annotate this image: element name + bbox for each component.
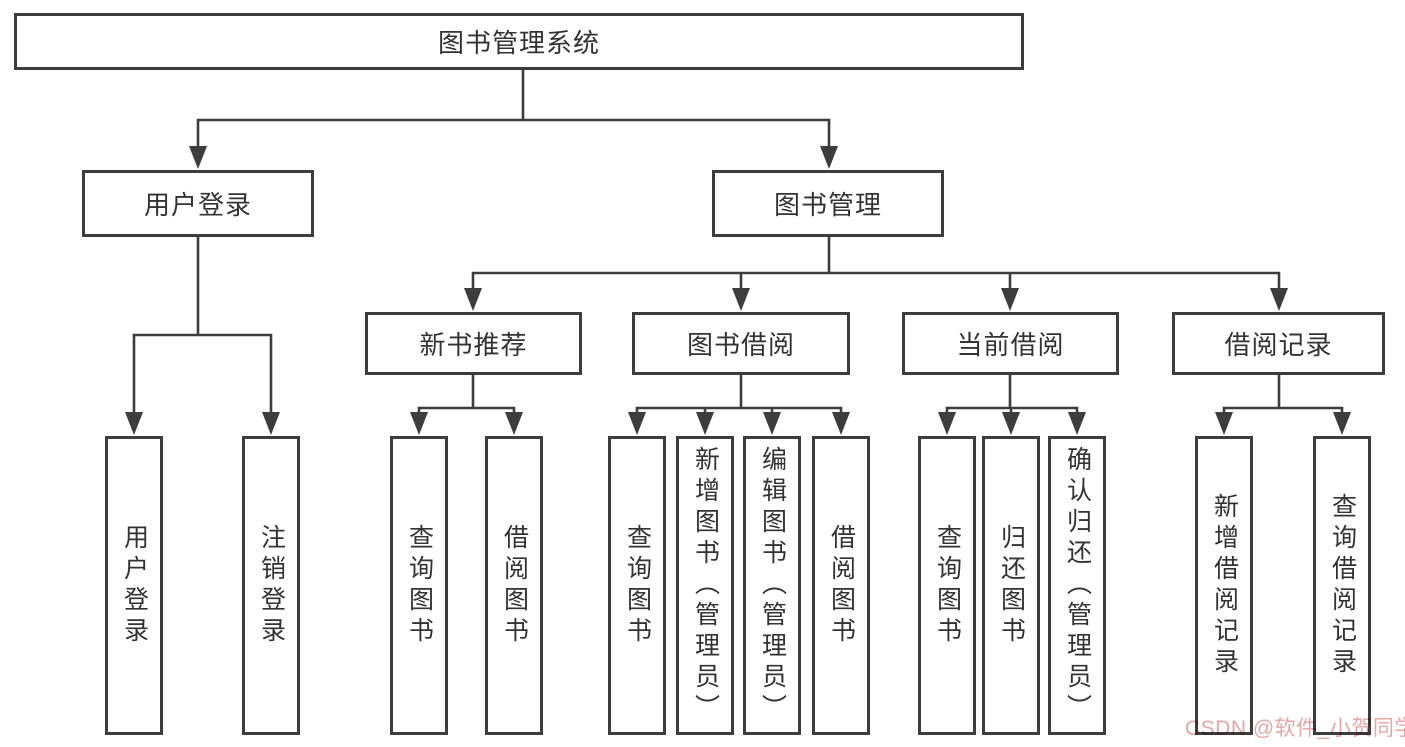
leaf-label: 查询图书 [405, 523, 434, 648]
leaf-borrow-books-recommend: 借阅图书 [485, 436, 543, 735]
node-new-book-recommend: 新书推荐 [365, 312, 582, 375]
leaf-label: 借阅图书 [500, 523, 529, 648]
leaf-label: 新增借阅记录 [1210, 492, 1239, 679]
leaf-label: 确认归还（管理员） [1063, 446, 1092, 725]
watermark: CSDN @软件_小贺同学 [1185, 717, 1405, 740]
node-book-borrowing: 图书借阅 [632, 312, 850, 375]
node-user-login: 用户登录 [82, 170, 314, 237]
leaf-label: 归还图书 [997, 523, 1026, 648]
leaf-add-book-admin: 新增图书（管理员） [676, 436, 734, 735]
leaf-label: 编辑图书（管理员） [758, 446, 787, 725]
leaf-label: 查询借阅记录 [1328, 492, 1357, 679]
leaf-query-books-recommend: 查询图书 [390, 436, 448, 735]
leaf-return-books: 归还图书 [982, 436, 1040, 735]
leaf-label: 新增图书（管理员） [691, 446, 720, 725]
leaf-label: 借阅图书 [827, 523, 856, 648]
node-current-borrowing: 当前借阅 [902, 312, 1119, 375]
node-book-management: 图书管理 [712, 170, 944, 237]
leaf-label: 查询图书 [933, 523, 962, 648]
leaf-borrow-books: 借阅图书 [812, 436, 870, 735]
leaf-query-books-borrowing: 查询图书 [608, 436, 666, 735]
leaf-query-borrow-record: 查询借阅记录 [1313, 436, 1371, 735]
leaf-user-login: 用户登录 [105, 436, 163, 735]
leaf-add-borrow-record: 新增借阅记录 [1195, 436, 1253, 735]
leaf-query-books-current: 查询图书 [918, 436, 976, 735]
node-borrowing-records: 借阅记录 [1172, 312, 1385, 375]
leaf-edit-book-admin: 编辑图书（管理员） [743, 436, 801, 735]
leaf-label: 注销登录 [257, 523, 286, 648]
leaf-logout: 注销登录 [242, 436, 300, 735]
leaf-label: 用户登录 [120, 523, 149, 648]
leaf-label: 查询图书 [623, 523, 652, 648]
node-root: 图书管理系统 [14, 13, 1024, 70]
leaf-confirm-return-admin: 确认归还（管理员） [1048, 436, 1106, 735]
